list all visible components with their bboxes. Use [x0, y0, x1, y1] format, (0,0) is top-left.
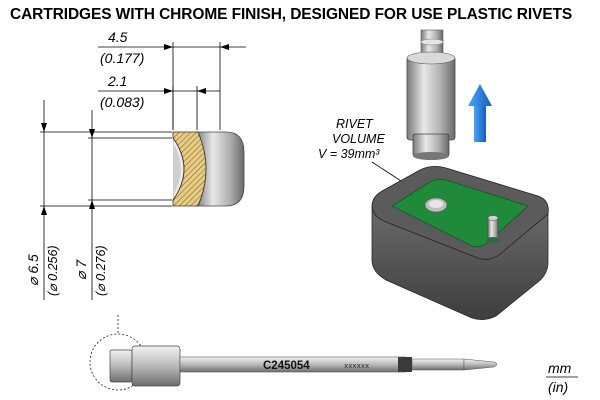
- up-arrow-icon: [468, 84, 492, 142]
- outer-diameter-mm-label: ⌀ 7: [73, 259, 89, 280]
- depth-in-label: (0.083): [100, 94, 144, 110]
- units-mm: mm: [548, 360, 572, 376]
- length-in-label: (0.177): [100, 50, 144, 66]
- rivet-board-box: [371, 166, 549, 320]
- cartridge-serial: xxxxxx: [344, 363, 369, 371]
- rivet-label-line2: VOLUME: [332, 132, 385, 146]
- page-title: CARTRIDGES WITH CHROME FINISH, DESIGNED …: [10, 6, 573, 23]
- inner-diameter-mm-label: ⌀ 6.5: [25, 254, 41, 286]
- outer-diameter-in-label: (⌀ 0.276): [94, 245, 108, 296]
- rivet-label-line1: RIVET: [336, 117, 374, 131]
- cartridge-side-view: [89, 315, 498, 391]
- cartridge-section: [40, 131, 245, 207]
- length-mm-label: 4.5: [108, 29, 128, 45]
- depth-mm-label: 2.1: [107, 73, 127, 89]
- dimension-depth: [98, 86, 220, 130]
- units-in: (in): [548, 379, 568, 395]
- tip-cylinder: [406, 29, 456, 160]
- inner-diameter-in-label: (⌀ 0.256): [46, 245, 60, 296]
- dimension-diameters: [41, 100, 95, 300]
- cartridge-code: C245054: [263, 360, 310, 372]
- rivet-label-line3: V = 39mm³: [318, 147, 380, 161]
